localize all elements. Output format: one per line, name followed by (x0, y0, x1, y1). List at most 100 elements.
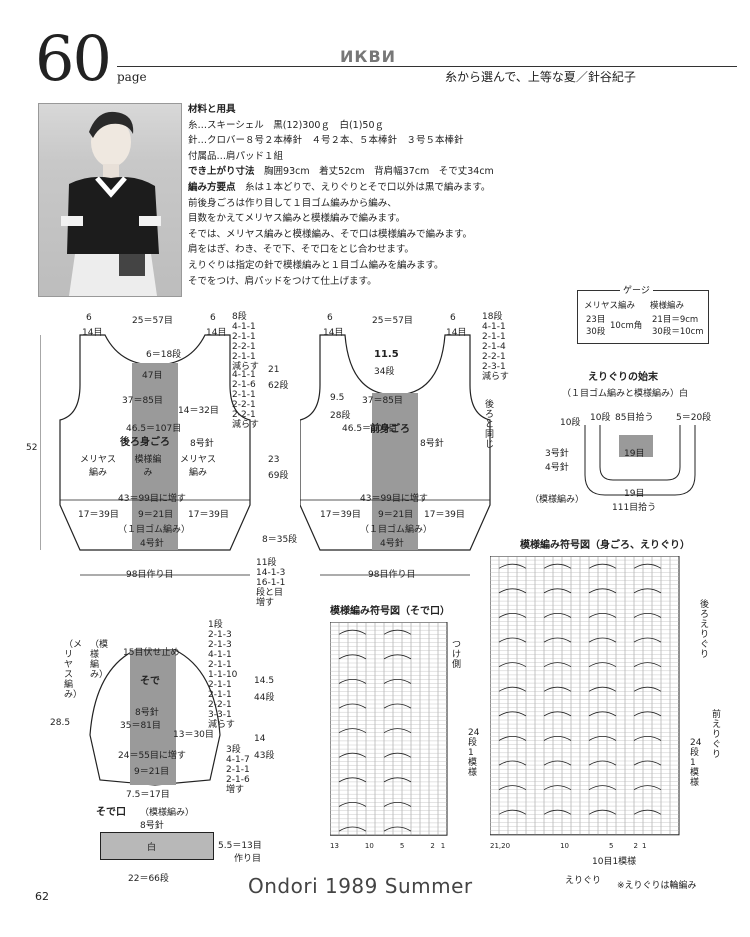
cable-symbol (383, 728, 412, 734)
cable-symbol (338, 777, 367, 783)
back-shoulder-l: 6 (86, 313, 92, 323)
points-line-1: 前後身ごろは作り目して１目ゴム編みから編み、 (188, 197, 397, 209)
sleeve-w2: 13＝30目 (173, 730, 214, 740)
front-bust: 46.5＝107目 (342, 424, 398, 434)
cable-symbol (633, 588, 662, 594)
points-label: 編み方要点 (188, 181, 236, 193)
cuff-color: 白 (147, 843, 157, 853)
back-h1r: 62段 (268, 381, 289, 391)
back-shoulder-r-st: 14目 (206, 328, 227, 338)
chart2-title: 模様編み符号図（身ごろ、えりぐり） (520, 540, 690, 551)
back-increase: 43＝99目に増す (118, 494, 186, 504)
front-bottom-l: 17＝39目 (320, 510, 361, 520)
front-cast-on: 98目作り目 (368, 570, 416, 580)
cable-symbol (498, 613, 527, 618)
cable-symbol (543, 785, 572, 791)
cable-symbol (588, 760, 617, 766)
cable-symbol (338, 629, 367, 635)
cable-symbol (498, 563, 527, 569)
cable-symbol (498, 809, 527, 815)
points-line-2: 目数をかえてメリヤス編みと模様編みで編みます。 (188, 213, 406, 225)
back-armhole-width: 37＝85目 (122, 396, 163, 406)
gauge-rows: 30段 (586, 327, 606, 337)
front-body-diagram (300, 334, 491, 576)
article-subtitle: 糸から選んで、上等な夏／針谷紀子 (445, 70, 636, 84)
sleeve-needle: 8号針 (135, 708, 159, 718)
neckline-rows10: 10段 (560, 418, 581, 428)
watermark: ИКВИ (340, 47, 397, 66)
sleeve-w1: 35＝81目 (120, 721, 161, 731)
back-bottom-l: 17＝39目 (78, 510, 119, 520)
back-h3: 8＝35段 (262, 535, 298, 545)
neckline-rows10b: 10段 (590, 413, 611, 423)
front-neck-depth: 11.5 (374, 349, 399, 360)
points-line-0: 糸は１本どりで、えりぐりとそで口以外は黒で編みます。 (245, 181, 491, 193)
back-rib-needle: 4号針 (140, 539, 164, 549)
back-neck: 25＝57目 (132, 316, 173, 326)
cuff-needle: 8号針 (140, 821, 164, 831)
cable-symbol (498, 785, 527, 791)
back-shoulder-l-st: 14目 (82, 328, 103, 338)
cable-symbol (588, 662, 617, 668)
page-number: 60 (35, 22, 112, 95)
chart1-title: 模様編み符号図（そで口） (330, 606, 450, 617)
back-neck-depth: 6＝18段 (146, 350, 182, 360)
gauge-box: ゲージ メリヤス編み 模様編み 23目 30段 10cm角 21目＝9cm 30… (577, 283, 709, 344)
front-shoulder-r-st: 14目 (446, 328, 467, 338)
chart2-grid (490, 556, 680, 836)
cable-symbol (633, 809, 662, 815)
sleeve-h1r: 44段 (254, 693, 275, 703)
back-side-st: 14＝32目 (178, 406, 219, 416)
cable-symbol (543, 760, 572, 766)
cable-symbol (338, 728, 367, 734)
front-title: 前身ごろ (370, 424, 410, 435)
needles-line: 針…クロバー８号２本棒針 ４号２本、５本棒針 ３号５本棒針 (188, 135, 464, 147)
cable-symbol (383, 802, 412, 807)
neckline-pick111: 111目拾う (612, 503, 657, 513)
points-line-3: そでは、メリヤス編みと模様編み、そで口は模様編みで編みます。 (188, 228, 473, 240)
cable-symbol (383, 629, 412, 635)
cable-symbol (588, 563, 617, 569)
back-bottom-c: 9＝21目 (138, 510, 174, 520)
back-cast-on: 98目作り目 (126, 570, 174, 580)
neckline-pattern: （模様編み） (530, 495, 585, 505)
materials-title: 材料と用具 (188, 104, 236, 115)
front-side-depth: 9.5 (330, 393, 345, 403)
gauge-title: ゲージ (620, 283, 653, 296)
back-total: 52 (26, 443, 38, 453)
cable-symbol (543, 809, 572, 815)
points-line-5: えりぐりは指定の針で模様編みと１目ゴム編みを編みます。 (188, 259, 444, 271)
front-pattern-panel (372, 393, 418, 550)
back-center-panel: 模様編み (134, 455, 162, 478)
footer-page-number: 62 (35, 890, 49, 903)
back-outline (59, 334, 251, 551)
gauge-col1: メリヤス編み (584, 301, 636, 311)
neckline-diagram (584, 425, 696, 496)
cable-symbol (633, 662, 662, 668)
sleeve-outline (89, 649, 221, 786)
cable-symbol (383, 826, 412, 832)
back-bottom-r: 17＝39目 (188, 510, 229, 520)
sleeve-w3: 24＝55目に増す (118, 751, 186, 761)
gauge-square: 10cm角 (610, 321, 643, 331)
front-rib-needle: 4号針 (380, 539, 404, 549)
chart2-note: ※えりぐりは輪編み (617, 881, 697, 891)
front-needle: 8号針 (420, 439, 444, 449)
cuff-w: 22＝66段 (128, 874, 169, 884)
cable-symbol (543, 711, 572, 717)
sleeve-diagram (89, 649, 221, 786)
cable-symbol (543, 736, 572, 741)
chart2-rows24: 24段1模様 (690, 738, 702, 788)
front-neck: 25＝57目 (372, 316, 413, 326)
footer-caption: Ondori 1989 Summer (248, 874, 473, 898)
sleeve-left-lbl1: （模様編み） (90, 640, 109, 680)
front-same-as-back: 後ろと同じ (485, 400, 495, 450)
gauge-pattern-st: 21目＝9cm (652, 315, 699, 325)
gauge-col2: 模様編み (650, 301, 685, 311)
cable-symbol (383, 654, 412, 660)
cable-symbol (633, 637, 662, 643)
